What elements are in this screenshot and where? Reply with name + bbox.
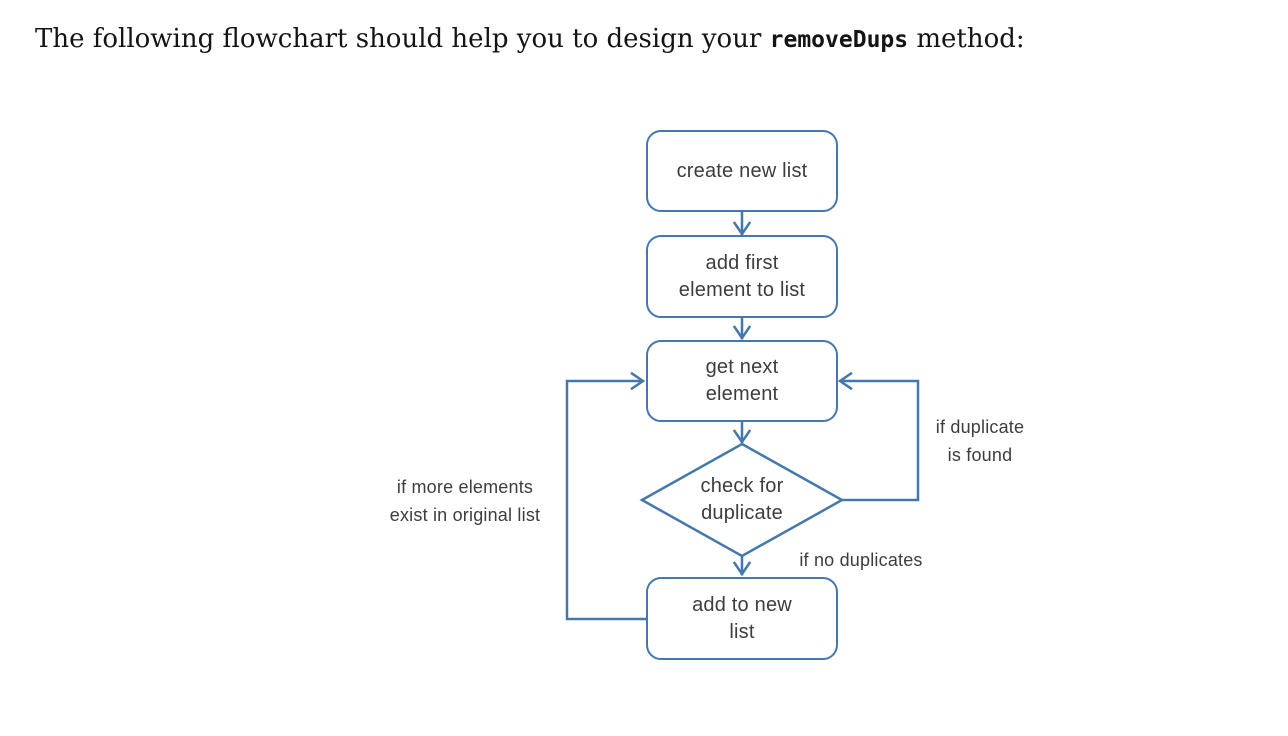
edge-label-line: if no duplicates [799, 550, 923, 570]
edge-label-duplicate-found: if duplicate is found [910, 413, 1050, 469]
edge-label-no-duplicates: if no duplicates [781, 546, 941, 574]
edge-label-line: if duplicate [935, 417, 1025, 437]
page-title: The following flowchart should help you … [35, 24, 1025, 54]
arrow-addfirst-to-getnext [732, 316, 752, 341]
arrow-create-to-addfirst [732, 210, 752, 237]
node-label-line: element to list [678, 278, 806, 301]
node-label-line: create new list [676, 159, 808, 182]
node-label-line: get next [705, 356, 779, 378]
arrow-getnext-to-check [732, 420, 752, 445]
decision-label-check-for-duplicate: check for duplicate [662, 473, 822, 527]
title-text-suffix: method: [908, 24, 1025, 54]
arrow-check-to-addnew [732, 554, 752, 577]
title-code: removeDups [769, 27, 909, 53]
title-text-prefix: The following flowchart should help you … [35, 24, 770, 54]
node-add-first-element: add first element to list [646, 235, 838, 318]
node-label-line: duplicate [701, 502, 783, 524]
node-label-line: add to new [692, 593, 792, 616]
edge-label-line: is found [947, 445, 1013, 465]
edge-label-line: exist in original list [389, 505, 541, 525]
edge-label-line: if more elements [396, 477, 534, 497]
node-get-next-element: get next element [646, 340, 838, 422]
node-add-to-new-list: add to new list [646, 577, 838, 660]
node-create-new-list: create new list [646, 130, 838, 212]
loop-right-duplicate-found [837, 371, 920, 502]
node-label-line: check for [700, 475, 784, 497]
node-label-line: element [705, 383, 779, 405]
loop-left-more-elements [565, 371, 648, 621]
edge-label-more-elements: if more elements exist in original list [370, 473, 560, 529]
decision-diamond-check-for-duplicate [639, 442, 845, 558]
node-label-line: list [729, 620, 755, 643]
node-label-line: add first [705, 251, 779, 274]
